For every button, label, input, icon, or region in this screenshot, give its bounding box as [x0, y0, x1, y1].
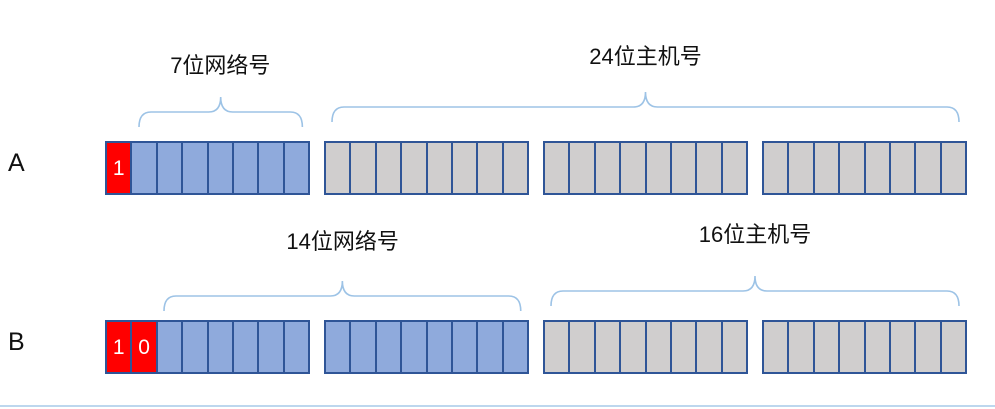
- octet: [543, 141, 748, 195]
- bit-cell-fixed: 0: [132, 322, 158, 372]
- bit-cell-host: [941, 143, 965, 193]
- bit-cell-host: [697, 143, 723, 193]
- bit-cell-net: [208, 143, 234, 193]
- bit-cell-net: [157, 322, 184, 372]
- bit-cell-host: [764, 143, 790, 193]
- octet: [324, 141, 529, 195]
- bit-cell-host: [503, 143, 527, 193]
- bit-cell-host: [890, 322, 917, 372]
- bit-cell-net: [478, 322, 504, 372]
- bit-cell-host: [697, 322, 723, 372]
- bit-cell-host: [865, 322, 891, 372]
- bit-cell-host: [916, 322, 942, 372]
- row-label-B: B: [8, 328, 25, 356]
- bit-cell-host: [427, 143, 453, 193]
- bit-cell-host: [402, 143, 428, 193]
- bit-cell-host: [916, 143, 942, 193]
- brace-label: 7位网络号: [170, 53, 271, 78]
- bit-cell-net: [284, 143, 308, 193]
- bit-cell-net: [233, 143, 260, 193]
- bit-cell-host: [595, 322, 622, 372]
- bit-cell-host: [722, 322, 746, 372]
- brace: [163, 280, 522, 312]
- bit-cell-net: [427, 322, 453, 372]
- octet: [543, 320, 748, 374]
- bit-cell-host: [478, 143, 504, 193]
- bit-cell-host: [326, 143, 352, 193]
- row-label-A: A: [8, 149, 25, 177]
- bit-cell-host: [865, 143, 891, 193]
- bit-cell-host: [452, 143, 479, 193]
- bit-cell-net: [208, 322, 234, 372]
- bit-cell-fixed: 1: [107, 143, 133, 193]
- bit-cell-host: [814, 143, 841, 193]
- octet: [762, 141, 967, 195]
- bit-value: 1: [112, 335, 125, 359]
- bit-cell-net: [183, 322, 209, 372]
- bit-cell-host: [351, 143, 377, 193]
- bottom-rule: [0, 405, 995, 407]
- octet: 1: [105, 141, 310, 195]
- brace: [550, 275, 960, 307]
- bit-cell-host: [570, 322, 596, 372]
- bit-cell-host: [814, 322, 841, 372]
- bit-value: 0: [138, 335, 150, 359]
- octet: [762, 320, 967, 374]
- bit-cell-host: [570, 143, 596, 193]
- bit-cell-net: [326, 322, 352, 372]
- octet: [324, 320, 529, 374]
- bit-cell-host: [646, 143, 672, 193]
- bit-cell-net: [351, 322, 377, 372]
- bit-cell-net: [376, 322, 403, 372]
- brace-label: 24位主机号: [589, 44, 702, 69]
- bit-cell-net: [259, 322, 285, 372]
- bit-cell-host: [621, 322, 647, 372]
- bit-cell-host: [376, 143, 403, 193]
- bit-cell-net: [284, 322, 308, 372]
- bit-cell-host: [595, 143, 622, 193]
- bit-cell-net: [452, 322, 479, 372]
- bit-cell-net: [233, 322, 260, 372]
- bit-cell-net: [157, 143, 184, 193]
- bit-cell-host: [671, 322, 698, 372]
- bit-cell-host: [941, 322, 965, 372]
- bit-cell-fixed: 1: [107, 322, 133, 372]
- bit-cell-net: [402, 322, 428, 372]
- bit-cell-host: [545, 143, 571, 193]
- bit-cell-host: [840, 322, 866, 372]
- bit-cell-net: [132, 143, 158, 193]
- bit-cell-host: [621, 143, 647, 193]
- brace: [331, 91, 960, 123]
- bit-cell-host: [789, 143, 815, 193]
- bit-cell-net: [259, 143, 285, 193]
- bit-cell-host: [840, 143, 866, 193]
- bit-value: 1: [112, 156, 125, 180]
- bit-cell-net: [503, 322, 527, 372]
- bit-cell-net: [183, 143, 209, 193]
- brace: [137, 96, 303, 128]
- bit-cell-host: [671, 143, 698, 193]
- bit-cell-host: [789, 322, 815, 372]
- bit-cell-host: [646, 322, 672, 372]
- bit-cell-host: [545, 322, 571, 372]
- brace-label: 14位网络号: [286, 229, 399, 254]
- brace-label: 16位主机号: [698, 222, 812, 247]
- bit-cell-host: [890, 143, 917, 193]
- bit-cell-host: [722, 143, 746, 193]
- bit-cell-host: [764, 322, 790, 372]
